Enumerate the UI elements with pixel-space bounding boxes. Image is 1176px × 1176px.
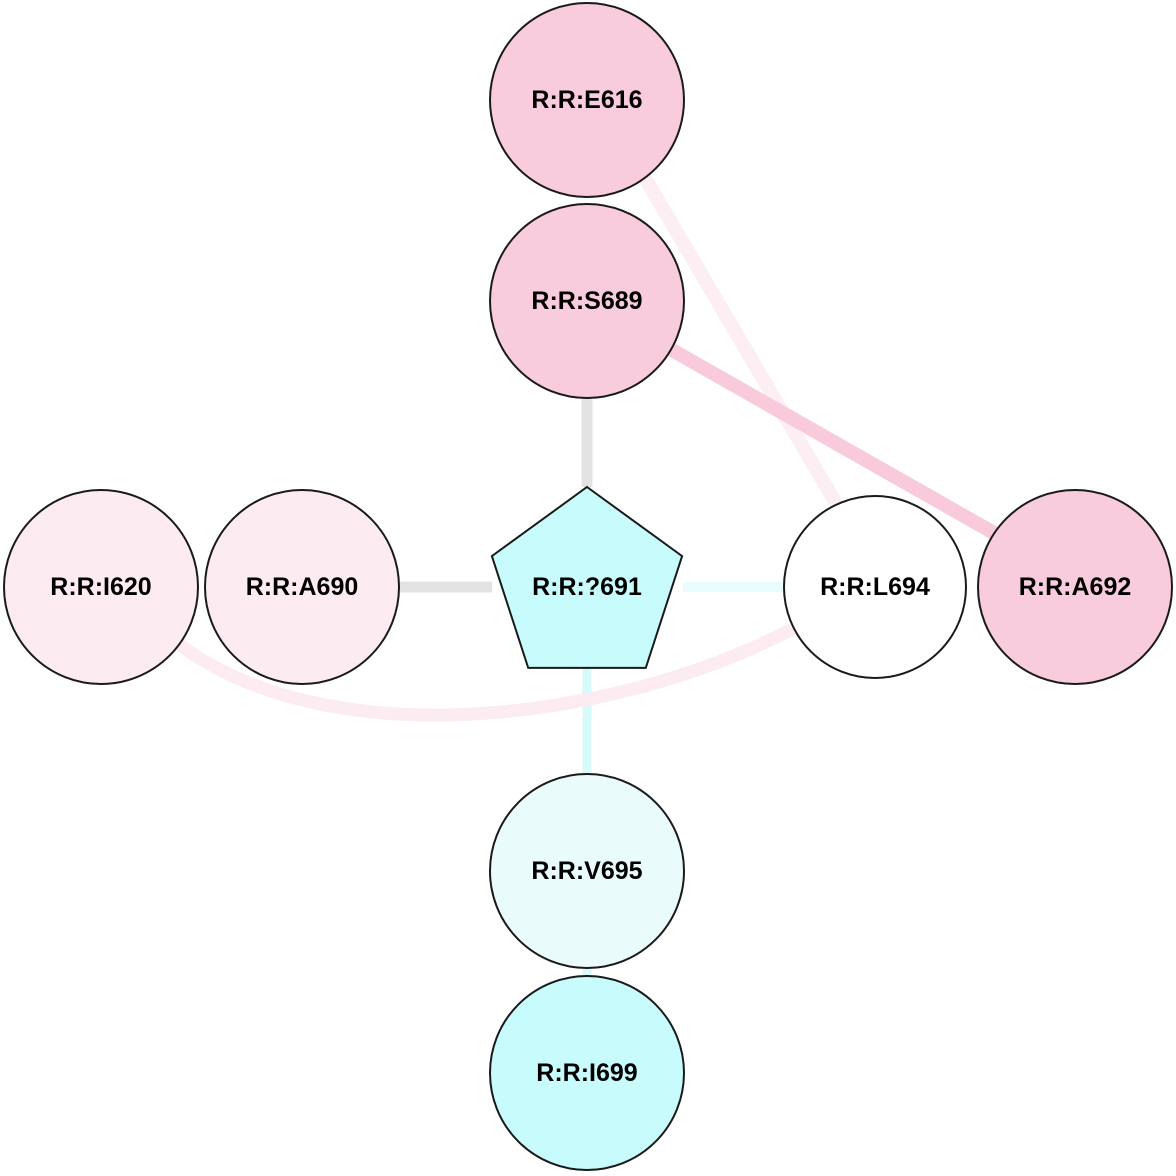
graph-edge[interactable] bbox=[668, 343, 1005, 544]
node-shape-circle[interactable] bbox=[783, 495, 967, 679]
node-shape-circle[interactable] bbox=[489, 2, 685, 198]
graph-node-l694[interactable]: R:R:L694 bbox=[783, 495, 967, 679]
node-shape-circle[interactable] bbox=[489, 203, 685, 399]
node-shape-circle[interactable] bbox=[977, 489, 1173, 685]
graph-node-e616[interactable]: R:R:E616 bbox=[489, 2, 685, 198]
node-shape-circle[interactable] bbox=[204, 489, 400, 685]
graph-node-a692[interactable]: R:R:A692 bbox=[977, 489, 1173, 685]
node-shape-circle[interactable] bbox=[3, 489, 199, 685]
node-shape-pentagon[interactable] bbox=[490, 485, 684, 669]
graph-node-i620[interactable]: R:R:I620 bbox=[3, 489, 199, 685]
graph-node-q691[interactable]: R:R:?691 bbox=[490, 485, 684, 669]
graph-node-s689[interactable]: R:R:S689 bbox=[489, 203, 685, 399]
node-shape-circle[interactable] bbox=[489, 773, 685, 969]
graph-node-a690[interactable]: R:R:A690 bbox=[204, 489, 400, 685]
graph-edge[interactable] bbox=[638, 174, 844, 509]
edges-layer bbox=[172, 174, 1005, 976]
graph-node-i699[interactable]: R:R:I699 bbox=[489, 975, 685, 1171]
graph-node-v695[interactable]: R:R:V695 bbox=[489, 773, 685, 969]
graph-edge[interactable] bbox=[172, 622, 798, 722]
node-shape-circle[interactable] bbox=[489, 975, 685, 1171]
